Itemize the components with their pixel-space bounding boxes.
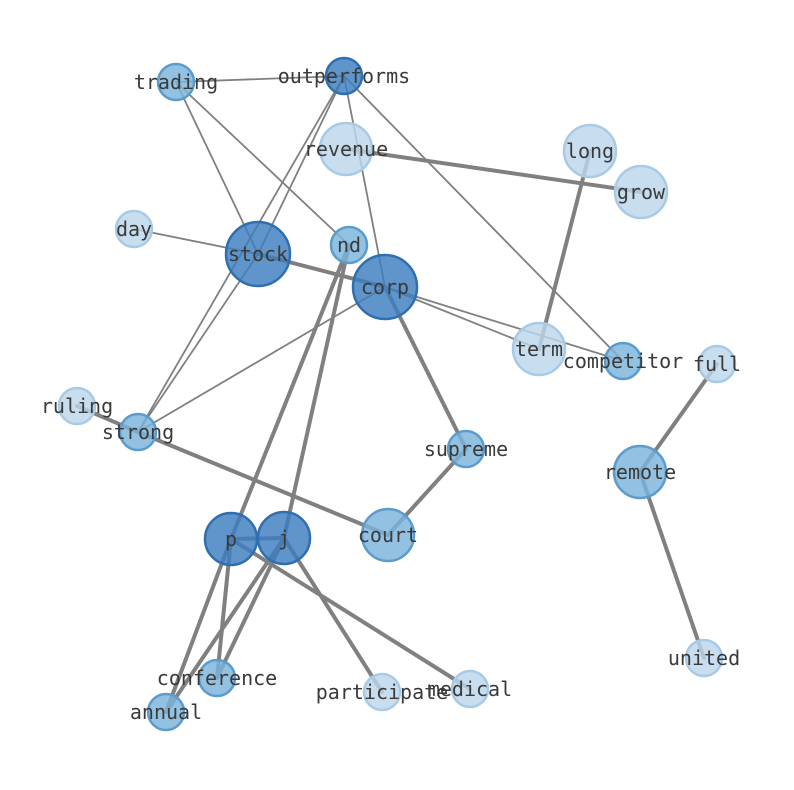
node-label-day: day: [116, 217, 152, 241]
node-nd: [329, 225, 369, 265]
node-court: [360, 507, 416, 563]
node-label-trading: trading: [134, 70, 218, 94]
edge-nd-p: [229, 243, 351, 541]
node-label-j: j: [278, 526, 290, 550]
node-label-competitor: competitor: [563, 349, 683, 373]
node-label-court: court: [358, 523, 418, 547]
node-label-stock: stock: [228, 242, 288, 266]
node-label-supreme: supreme: [424, 437, 508, 461]
edge-p-annual: [164, 537, 233, 714]
node-label-medical: medical: [428, 677, 512, 701]
node-term: [511, 321, 567, 377]
node-outperforms: [324, 56, 364, 96]
edge-outperforms-competitor: [343, 75, 624, 362]
edge-corp-strong: [137, 286, 386, 433]
edge-stock-strong: [137, 253, 259, 433]
node-stock: [224, 220, 292, 288]
node-label-outperforms: outperforms: [278, 64, 410, 88]
edge-trading-outperforms: [175, 75, 345, 83]
node-trading: [156, 62, 196, 102]
node-label-strong: strong: [102, 420, 174, 444]
node-competitor: [603, 341, 643, 381]
node-conference: [197, 658, 237, 698]
edge-revenue-grow: [344, 147, 643, 194]
edge-j-participate: [282, 536, 384, 694]
node-supreme: [446, 429, 486, 469]
node-label-p: p: [225, 527, 237, 551]
node-label-conference: conference: [157, 666, 277, 690]
node-revenue: [318, 121, 374, 177]
edge-remote-united: [638, 470, 706, 660]
node-annual: [146, 692, 186, 732]
edge-layer: [75, 75, 719, 714]
node-label-long: long: [566, 139, 614, 163]
node-long: [562, 123, 618, 179]
node-label-nd: nd: [337, 233, 361, 257]
node-label-annual: annual: [130, 700, 202, 724]
node-j: [256, 510, 312, 566]
node-ruling: [57, 386, 97, 426]
node-label-participate: participate: [316, 680, 448, 704]
node-day: [114, 209, 154, 249]
edge-strong-court: [136, 430, 390, 537]
edge-outperforms-corp: [343, 75, 386, 288]
node-medical: [450, 669, 490, 709]
edge-nd-j: [282, 243, 351, 540]
node-label-corp: corp: [361, 275, 409, 299]
node-label-full: full: [693, 352, 741, 376]
node-participate: [362, 672, 402, 712]
node-label-remote: remote: [604, 460, 676, 484]
node-label-term: term: [515, 337, 563, 361]
edge-long-term: [537, 149, 592, 351]
node-corp: [351, 253, 419, 321]
node-layer: [57, 56, 737, 732]
edge-corp-competitor: [384, 286, 624, 362]
edge-j-annual: [164, 536, 286, 714]
node-label-revenue: revenue: [304, 137, 388, 161]
node-remote: [612, 444, 668, 500]
edge-trading-nd: [175, 81, 350, 246]
node-strong: [118, 412, 158, 452]
node-grow: [613, 164, 669, 220]
node-full: [697, 344, 737, 384]
node-label-united: united: [668, 646, 740, 670]
node-label-ruling: ruling: [41, 394, 113, 418]
node-united: [684, 638, 724, 678]
node-label-grow: grow: [617, 180, 666, 204]
